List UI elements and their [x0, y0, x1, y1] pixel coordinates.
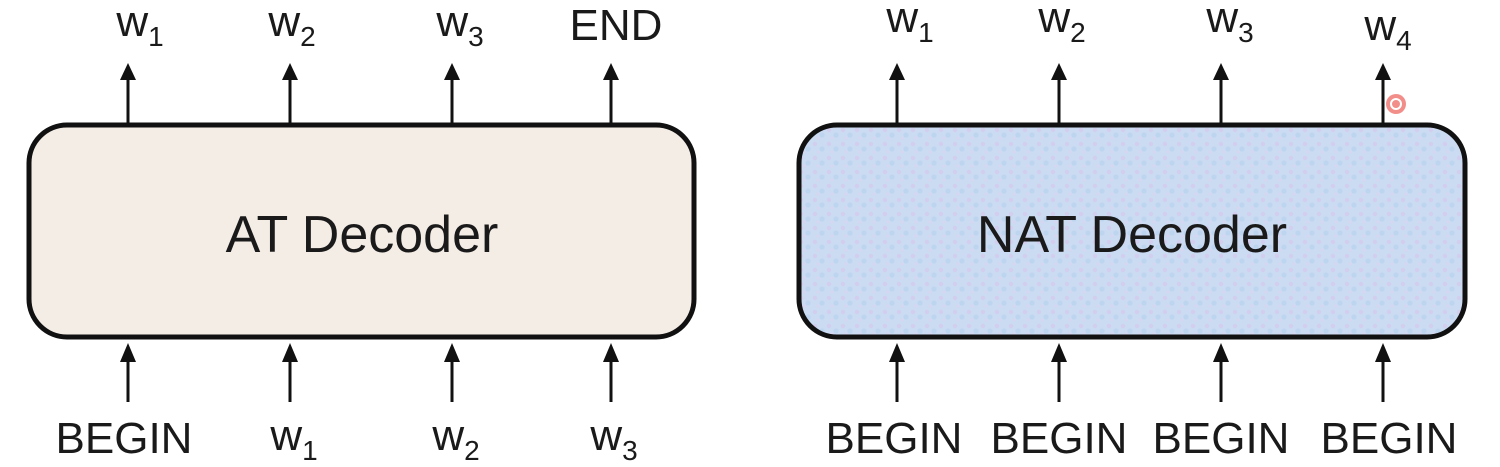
at-input-arrow-4: [603, 343, 619, 402]
nat-input-token: BEGIN: [991, 414, 1128, 463]
nat-output-token-main: w: [1037, 0, 1070, 42]
at-input-arrow-2: [282, 343, 298, 402]
at-output-token-main: w: [267, 0, 300, 46]
at-output-arrow-3: [444, 63, 460, 125]
nat-output-token-sub: 1: [918, 17, 934, 48]
at-output-token-main: END: [570, 1, 663, 50]
at-output-arrow-1: [120, 63, 136, 125]
at-output-token-sub: 1: [148, 21, 164, 52]
at-input-token-main: w: [589, 411, 622, 460]
nat-input-token-main: BEGIN: [991, 414, 1128, 463]
nat-decoder-group: NAT Decoder: [796, 0, 1468, 463]
at-output-token: w1: [115, 0, 163, 52]
at-output-token-main: w: [435, 0, 468, 46]
at-output-arrows: [120, 63, 619, 125]
nat-input-arrow-4: [1375, 343, 1391, 402]
nat-output-token: w1: [885, 0, 933, 48]
at-input-token-sub: 2: [464, 435, 480, 466]
at-input-token: w1: [269, 411, 317, 466]
at-input-token: BEGIN: [56, 414, 193, 463]
nat-output-token-sub: 4: [1396, 25, 1412, 56]
nat-decoder-box: [796, 122, 1468, 340]
nat-input-token: BEGIN: [1153, 414, 1290, 463]
nat-input-token: BEGIN: [1321, 414, 1458, 463]
nat-output-arrow-4: [1375, 63, 1391, 125]
at-input-token-main: w: [431, 411, 464, 460]
at-decoder-group: AT Decoder: [26, 0, 697, 466]
nat-input-token-main: BEGIN: [826, 414, 963, 463]
cursor-indicator-icon: [1386, 94, 1406, 114]
nat-output-token: w4: [1363, 1, 1411, 56]
at-input-token: w3: [589, 411, 637, 466]
nat-input-token-main: BEGIN: [1153, 414, 1290, 463]
at-input-token-sub: 1: [302, 435, 318, 466]
nat-input-arrows: [889, 343, 1391, 402]
at-decoder-title: AT Decoder: [226, 206, 499, 264]
at-output-token-sub: 2: [300, 21, 316, 52]
at-input-token-main: BEGIN: [56, 414, 193, 463]
at-input-arrows: [120, 343, 619, 402]
at-input-token: w2: [431, 411, 479, 466]
nat-input-token-main: BEGIN: [1321, 414, 1458, 463]
nat-output-token-sub: 3: [1238, 17, 1254, 48]
nat-input-arrow-1: [889, 343, 905, 402]
nat-output-arrow-1: [889, 63, 905, 125]
at-output-arrow-2: [282, 63, 298, 125]
nat-output-token: w3: [1205, 0, 1253, 48]
nat-output-arrow-2: [1051, 63, 1067, 125]
nat-decoder-title: NAT Decoder: [977, 206, 1287, 264]
nat-output-token-sub: 2: [1070, 17, 1086, 48]
nat-output-arrows: [889, 63, 1391, 125]
nat-output-arrow-3: [1213, 63, 1229, 125]
nat-output-token: w2: [1037, 0, 1085, 48]
at-input-token-main: w: [269, 411, 302, 460]
nat-input-arrow-2: [1051, 343, 1067, 402]
at-output-arrow-4: [603, 63, 619, 125]
nat-input-token: BEGIN: [826, 414, 963, 463]
nat-output-token-main: w: [1205, 0, 1238, 42]
at-output-token: w3: [435, 0, 483, 52]
at-output-token: END: [570, 1, 663, 50]
at-output-token-main: w: [115, 0, 148, 46]
at-output-token-sub: 3: [468, 21, 484, 52]
nat-output-token-main: w: [1363, 1, 1396, 50]
at-input-arrow-3: [444, 343, 460, 402]
at-input-token-sub: 3: [622, 435, 638, 466]
at-output-token: w2: [267, 0, 315, 52]
at-decoder-box: [26, 122, 697, 340]
nat-output-token-main: w: [885, 0, 918, 42]
at-input-arrow-1: [120, 343, 136, 402]
nat-input-arrow-3: [1213, 343, 1229, 402]
